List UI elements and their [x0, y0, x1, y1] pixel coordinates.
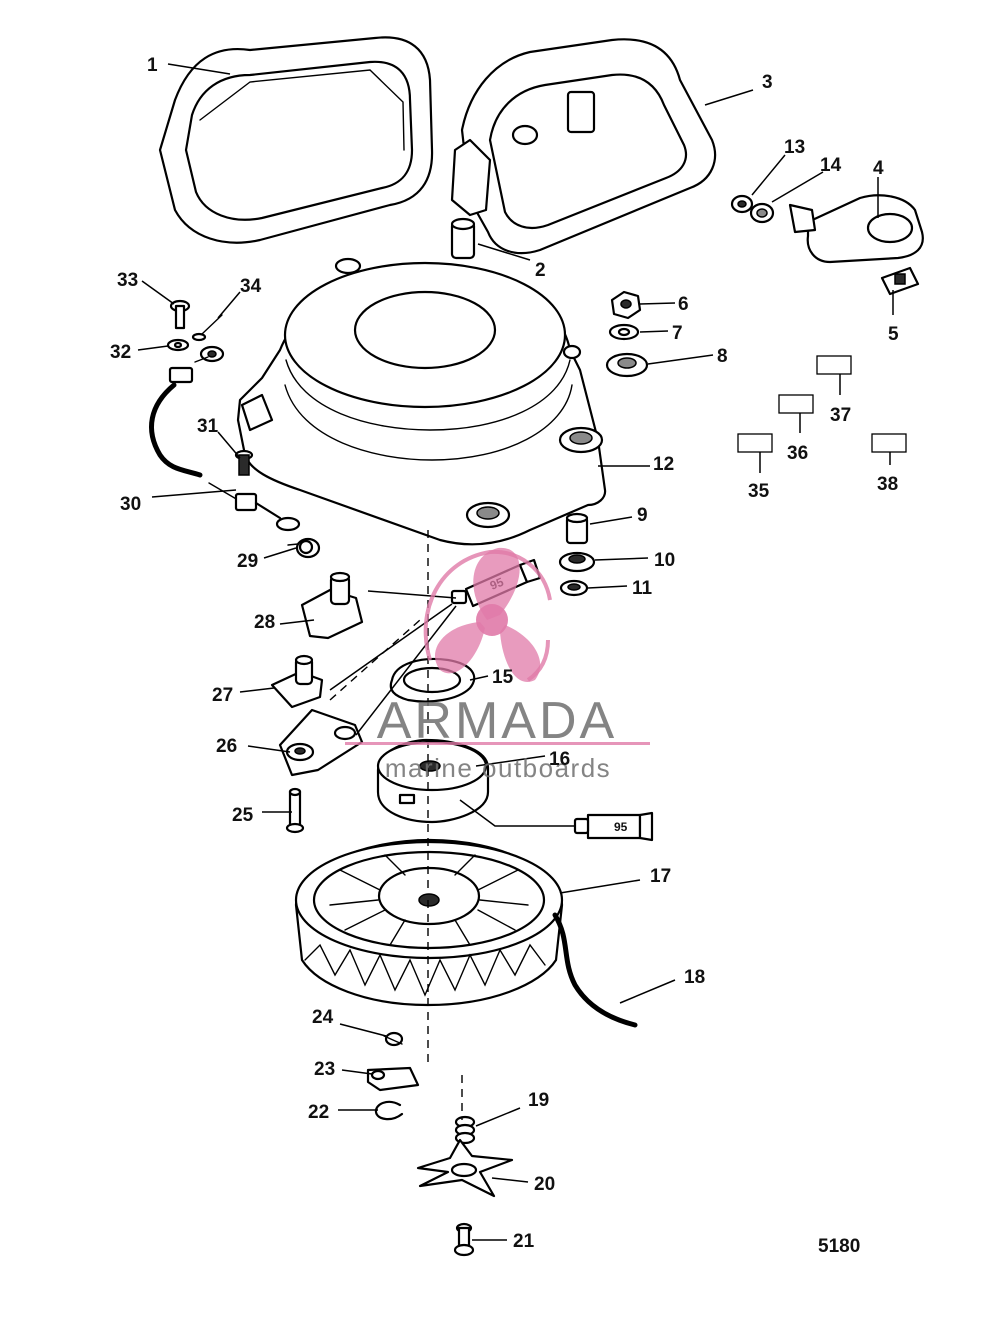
- part-13-ring: [730, 194, 754, 214]
- kit-boxes: [737, 355, 907, 473]
- callout-32: 32: [110, 342, 131, 363]
- part-29-spring: [287, 537, 321, 559]
- callout-15: 15: [492, 667, 514, 688]
- kit-box-38: [871, 433, 907, 453]
- callout-23: 23: [314, 1059, 335, 1080]
- leader-lines: [137, 63, 894, 1241]
- callout-2: 2: [535, 260, 546, 281]
- part-33-screw: [169, 299, 191, 330]
- callout-3: 3: [762, 72, 773, 93]
- callout-7: 7: [672, 323, 683, 344]
- lubricant-label-lower: 95: [614, 820, 628, 834]
- callout-37: 37: [830, 405, 851, 426]
- callout-19: 19: [528, 1090, 549, 1111]
- part-21-bolt: [453, 1222, 475, 1257]
- recoil-housing: [236, 257, 607, 546]
- watermark-tagline: marine outboards: [385, 753, 611, 783]
- part-14-grommet: [749, 202, 775, 224]
- callout-11: 11: [632, 578, 653, 599]
- callout-12: 12: [653, 454, 674, 475]
- callout-20: 20: [534, 1174, 555, 1195]
- part-28-lever: [300, 571, 364, 640]
- callout-4: 4: [873, 158, 884, 179]
- part-1-frame: [158, 36, 434, 244]
- part-18-starter-rope: [552, 912, 638, 1028]
- part-32-washer: [166, 338, 190, 352]
- part-25-pin: [285, 787, 305, 834]
- callout-10: 10: [654, 550, 675, 571]
- part-31-screw: [234, 449, 254, 476]
- callout-22: 22: [308, 1102, 329, 1123]
- part-11-washer: [559, 579, 589, 597]
- assembly-centerlines: [329, 530, 463, 1120]
- kit-box-37: [816, 355, 852, 375]
- part-22-e-clip: [374, 1100, 404, 1121]
- callout-8: 8: [717, 346, 728, 367]
- part-17-pulley: [294, 838, 564, 1007]
- watermark-brand: ARMADA: [377, 692, 617, 750]
- part-3-handle-housing: [450, 38, 717, 255]
- part-2-bushing: [450, 217, 476, 260]
- callout-9: 9: [637, 505, 648, 526]
- callout-13: 13: [784, 137, 805, 158]
- callout-18: 18: [684, 967, 705, 988]
- callout-29: 29: [237, 551, 258, 572]
- part-27-bracket: [270, 654, 324, 709]
- callout-27: 27: [212, 685, 233, 706]
- callout-21: 21: [513, 1231, 535, 1252]
- part-16-spring-housing: [376, 738, 490, 824]
- part-20-retainer: [416, 1138, 514, 1198]
- part-5-handle-insert: [880, 266, 920, 296]
- part-8-bushing: [605, 352, 649, 378]
- callout-38: 38: [877, 474, 898, 495]
- callout-36: 36: [787, 443, 808, 464]
- part-4-pull-handle: [788, 194, 924, 264]
- callout-24: 24: [312, 1007, 334, 1028]
- kit-box-35: [737, 433, 773, 453]
- callout-30: 30: [120, 494, 141, 515]
- callout-1: 1: [147, 55, 158, 76]
- kit-box-36: [778, 394, 814, 414]
- part-24-spring: [383, 1031, 404, 1047]
- callout-33: 33: [117, 270, 138, 291]
- callout-34: 34: [240, 276, 262, 297]
- propeller-logo: [423, 547, 552, 682]
- part-6-nut: [610, 290, 642, 320]
- lubricant-tube-lower: 95: [573, 811, 654, 842]
- diagram-number: 5180: [818, 1236, 860, 1257]
- part-10-bushing: [558, 551, 596, 573]
- callout-35: 35: [748, 481, 770, 502]
- callout-5: 5: [888, 324, 899, 345]
- part-7-washer: [608, 323, 640, 341]
- part-19-spring: [454, 1115, 476, 1145]
- callout-25: 25: [232, 805, 254, 826]
- callout-26: 26: [216, 736, 237, 757]
- callout-31: 31: [197, 416, 219, 437]
- callout-28: 28: [254, 612, 275, 633]
- part-34-pin: [191, 314, 223, 342]
- callout-16: 16: [549, 749, 570, 770]
- callout-labels: 1 2 3 4 5 6 7 8 9 10 11 12 13 14 15 16 1…: [110, 55, 899, 1252]
- callout-14: 14: [820, 155, 842, 176]
- callout-6: 6: [678, 294, 689, 315]
- part-23-pawl: [366, 1066, 420, 1092]
- callout-17: 17: [650, 866, 671, 887]
- part-9-spacer: [565, 512, 589, 545]
- armada-watermark: ARMADA marine outboards: [345, 547, 650, 783]
